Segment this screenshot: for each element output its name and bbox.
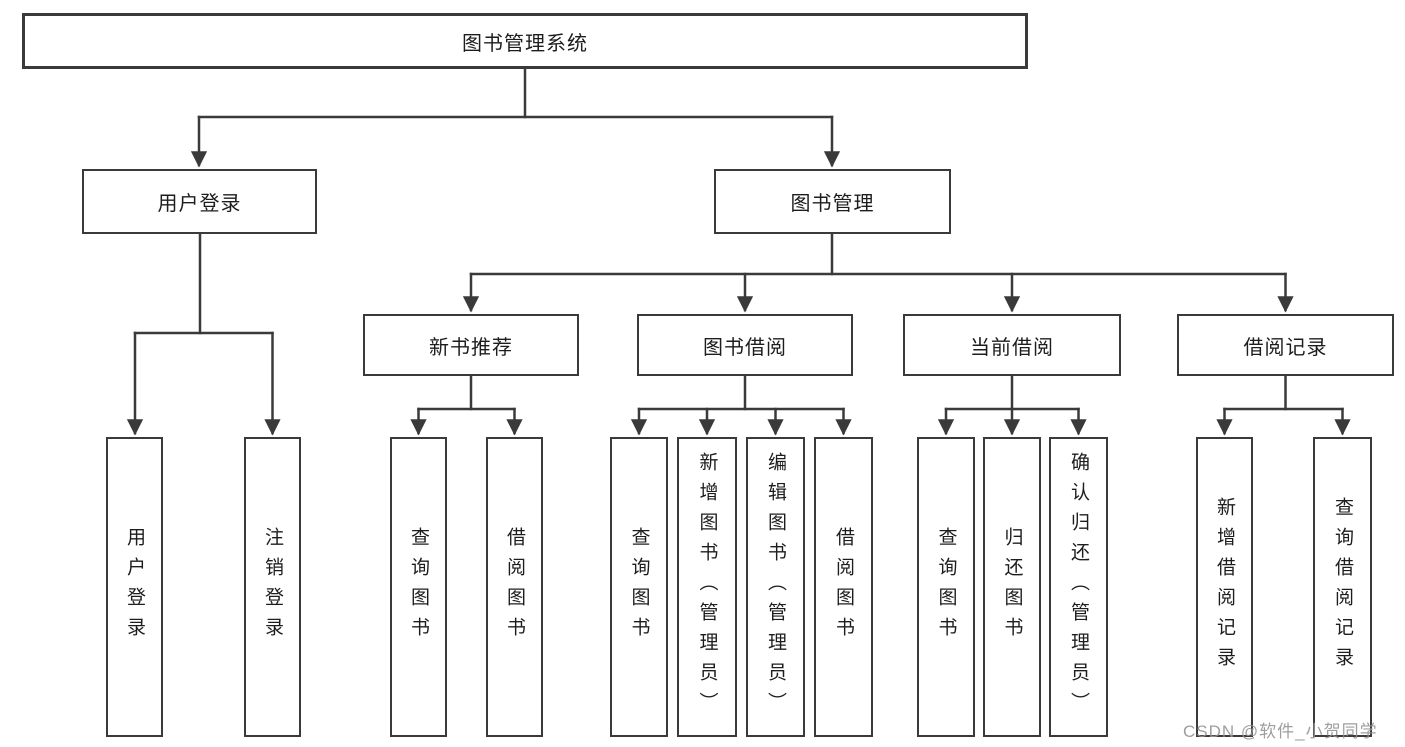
node-label: 当前借阅 — [970, 336, 1054, 359]
leaf-records-query-record: 查询借阅记录 — [1313, 437, 1372, 737]
edges-root — [190, 67, 841, 168]
node-label: 查询图书 — [628, 527, 650, 647]
node-label: 编辑图书（管理员） — [765, 452, 786, 722]
node-label: 查询图书 — [935, 527, 957, 647]
leaf-current-confirm-return-admin: 确认归还（管理员） — [1049, 437, 1108, 737]
node-label: 查询借阅记录 — [1332, 497, 1353, 677]
leaf-recommend-query-books: 查询图书 — [390, 437, 447, 737]
node-book-borrow: 图书借阅 — [637, 314, 853, 376]
csdn-watermark: CSDN @软件_小贺同学 — [1183, 722, 1378, 741]
node-label: 图书借阅 — [703, 336, 787, 359]
node-label: 图书管理系统 — [462, 32, 588, 55]
node-label: 新增借阅记录 — [1214, 497, 1235, 677]
node-system-root: 图书管理系统 — [22, 13, 1028, 69]
leaf-current-query-books: 查询图书 — [917, 437, 975, 737]
node-user-login: 用户登录 — [82, 169, 317, 234]
node-label: 借阅图书 — [504, 527, 525, 647]
leaf-current-return-books: 归还图书 — [983, 437, 1041, 737]
leaf-logout: 注销登录 — [244, 437, 301, 737]
leaf-borrow-query-books: 查询图书 — [610, 437, 668, 737]
edges-new-book-recommend — [410, 374, 523, 436]
node-label: 新书推荐 — [429, 336, 513, 359]
node-label: 用户登录 — [124, 527, 145, 647]
edges-book-borrow — [630, 374, 852, 436]
node-label: 借阅图书 — [833, 527, 854, 647]
node-label: 图书管理 — [790, 193, 875, 215]
node-label: 查询图书 — [408, 527, 429, 647]
edges-borrow-records — [1216, 374, 1351, 436]
node-label: 新增图书（管理员） — [696, 452, 718, 722]
node-current-borrow: 当前借阅 — [903, 314, 1121, 376]
node-borrow-records: 借阅记录 — [1177, 314, 1394, 376]
leaf-user-login: 用户登录 — [106, 437, 163, 737]
leaf-borrow-borrow-books: 借阅图书 — [814, 437, 873, 737]
leaf-borrow-edit-books-admin: 编辑图书（管理员） — [746, 437, 805, 737]
node-new-book-recommend: 新书推荐 — [363, 314, 579, 376]
node-label: 归还图书 — [1001, 527, 1023, 647]
node-book-management: 图书管理 — [714, 169, 951, 234]
node-label: 借阅记录 — [1243, 336, 1328, 359]
node-label: 注销登录 — [262, 527, 283, 647]
edges-user-login — [126, 232, 281, 436]
node-label: 确认归还（管理员） — [1068, 452, 1089, 722]
leaf-recommend-borrow-books: 借阅图书 — [486, 437, 543, 737]
node-label: 用户登录 — [157, 193, 242, 215]
edges-current-borrow — [937, 374, 1087, 436]
leaf-records-add-record: 新增借阅记录 — [1196, 437, 1253, 737]
edges-book-management — [462, 232, 1294, 313]
leaf-borrow-add-books-admin: 新增图书（管理员） — [677, 437, 737, 737]
